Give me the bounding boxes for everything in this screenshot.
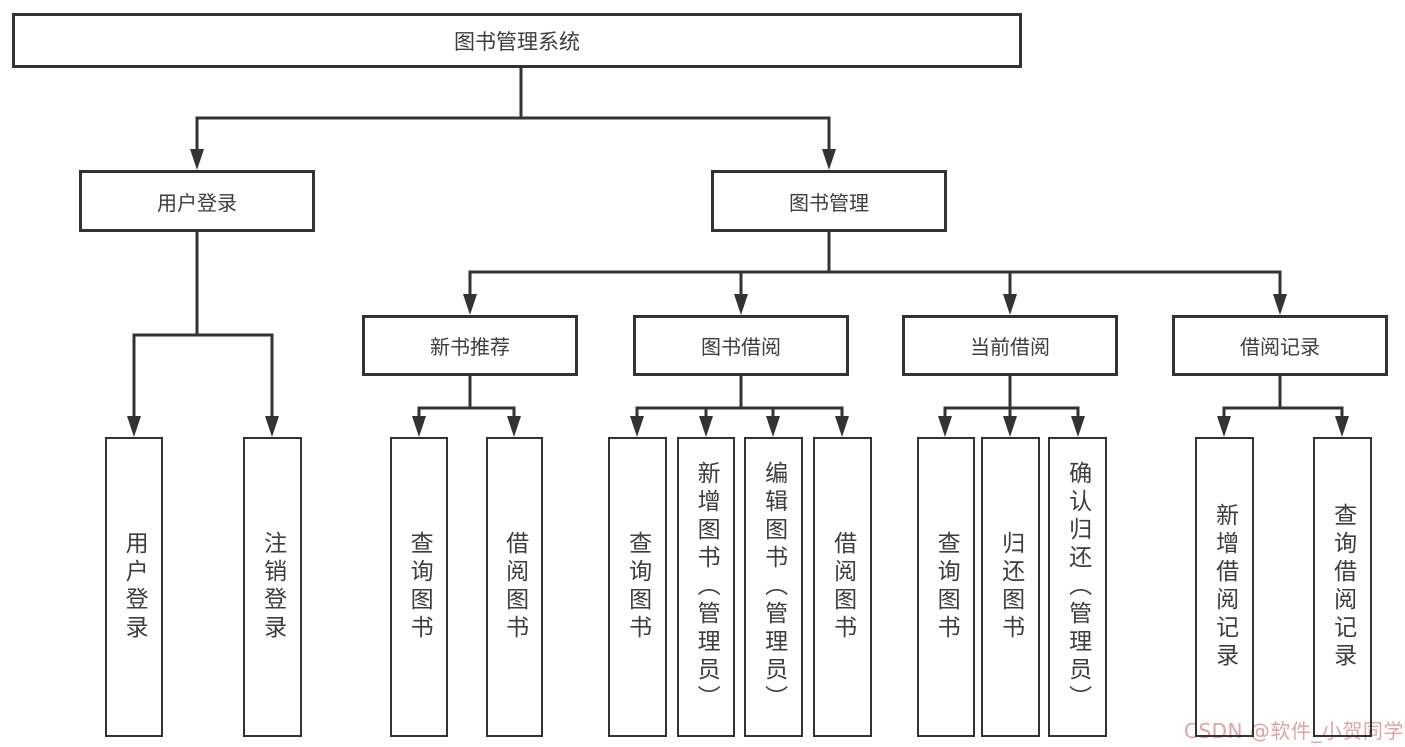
leaf-logout-label: 注销登录 (259, 531, 286, 643)
node-root: 图书管理系统 (12, 13, 1022, 68)
leaf-user-login-label: 用户登录 (121, 531, 148, 643)
arrowhead (265, 416, 279, 437)
leaf-return-books-label: 归还图书 (997, 531, 1024, 643)
leaf-query-books-current-label: 查询图书 (933, 531, 960, 643)
node-current-borrow-label: 当前借阅 (970, 335, 1050, 359)
node-borrow-records: 借阅记录 (1172, 315, 1388, 376)
connector-book-borrow (635, 374, 844, 422)
arrowhead (699, 416, 713, 437)
connector-new-book-recommend (417, 374, 516, 422)
arrowhead (190, 149, 204, 170)
arrowhead (1217, 416, 1231, 437)
node-root-label: 图书管理系统 (454, 29, 580, 54)
node-book-borrow: 图书借阅 (633, 315, 849, 376)
leaf-edit-book-admin-label: 编辑图书（管理员） (760, 461, 787, 713)
connector-user-login (132, 230, 274, 422)
leaf-borrow-books: 借阅图书 (813, 437, 872, 737)
leaf-add-book-admin: 新增图书（管理员） (677, 437, 735, 737)
arrowhead (938, 416, 952, 437)
arrowhead (1335, 416, 1349, 437)
arrowhead (734, 294, 748, 315)
arrowhead (1003, 294, 1017, 315)
connector-book-management (468, 230, 1282, 300)
leaf-query-borrow-record: 查询借阅记录 (1313, 437, 1372, 737)
leaf-add-borrow-record-label: 新增借阅记录 (1211, 503, 1238, 671)
arrowhead (766, 416, 780, 437)
leaf-confirm-return-admin: 确认归还（管理员） (1048, 437, 1107, 737)
node-current-borrow: 当前借阅 (902, 315, 1118, 376)
leaf-query-books-current: 查询图书 (917, 437, 975, 737)
leaf-query-books-recommend: 查询图书 (390, 437, 448, 737)
node-user-login-label: 用户登录 (157, 190, 237, 215)
node-book-management: 图书管理 (711, 170, 947, 232)
arrowhead (630, 416, 644, 437)
arrowhead (822, 149, 836, 170)
leaf-borrow-books-recommend: 借阅图书 (486, 437, 543, 737)
leaf-confirm-return-admin-label: 确认归还（管理员） (1064, 461, 1091, 713)
leaf-query-books-borrow-label: 查询图书 (624, 531, 651, 643)
leaf-user-login: 用户登录 (105, 437, 163, 737)
leaf-return-books: 归还图书 (981, 437, 1040, 737)
leaf-edit-book-admin: 编辑图书（管理员） (744, 437, 803, 737)
connector-borrow-records (1222, 374, 1344, 422)
node-user-login: 用户登录 (79, 170, 315, 232)
arrowhead (127, 416, 141, 437)
node-new-book-recommend-label: 新书推荐 (430, 335, 510, 359)
arrowhead (1071, 416, 1085, 437)
csdn-watermark: CSDN @软件_小贺同学 (1184, 719, 1404, 743)
leaf-add-borrow-record: 新增借阅记录 (1195, 437, 1254, 737)
arrowhead (412, 416, 426, 437)
leaf-borrow-books-recommend-label: 借阅图书 (501, 531, 528, 643)
arrowhead (1003, 416, 1017, 437)
node-book-management-label: 图书管理 (789, 190, 869, 215)
node-borrow-records-label: 借阅记录 (1240, 335, 1320, 359)
leaf-query-books-recommend-label: 查询图书 (406, 531, 433, 643)
leaf-add-book-admin-label: 新增图书（管理员） (693, 461, 720, 713)
arrowhead (463, 294, 477, 315)
connector-root (195, 66, 831, 154)
leaf-query-borrow-record-label: 查询借阅记录 (1329, 503, 1356, 671)
leaf-query-books-borrow: 查询图书 (608, 437, 667, 737)
arrowhead (1273, 294, 1287, 315)
arrowhead (835, 416, 849, 437)
connector-current-borrow (943, 374, 1080, 422)
node-book-borrow-label: 图书借阅 (701, 335, 781, 359)
node-new-book-recommend: 新书推荐 (362, 315, 578, 376)
leaf-logout: 注销登录 (243, 437, 302, 737)
leaf-borrow-books-label: 借阅图书 (829, 531, 856, 643)
arrowhead (507, 416, 521, 437)
